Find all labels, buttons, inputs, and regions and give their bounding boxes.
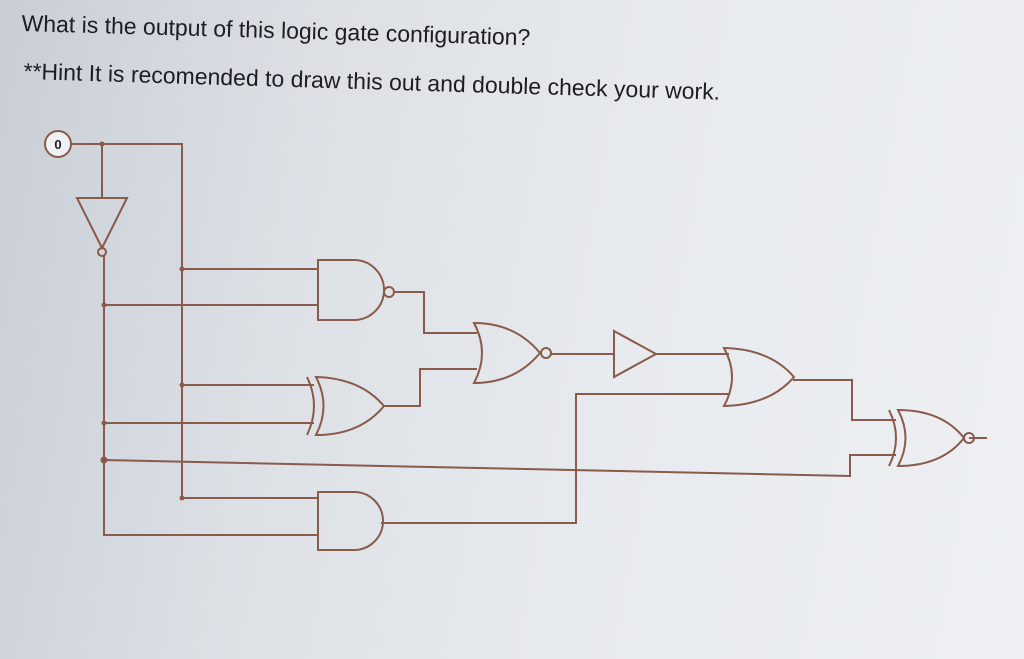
junction-dot [179,266,185,272]
junction-dot [179,382,185,388]
wires [70,143,987,536]
buffer-gate [613,329,659,379]
xnor-gate-output [888,408,975,468]
nand-gate-top [317,259,395,321]
junction-dot [101,420,107,426]
wire-long-to-xnor [102,454,896,478]
not-gate [75,197,129,257]
wire-input-right [70,143,183,499]
junction-dot [99,141,105,147]
wire-and-bottom-out [381,393,729,524]
nor-gate-center [472,321,552,385]
junction-dot [100,456,108,464]
wire-xor-out [383,368,477,407]
and-gate-bottom [317,491,384,551]
wire-or-out [793,379,896,421]
junctions [99,141,185,501]
xor-gate-middle [306,375,386,437]
junction-dot [101,302,107,308]
junction-dot [179,495,185,501]
or-gate-right [722,346,796,408]
input-value: 0 [54,137,61,152]
input-node[interactable]: 0 [44,130,72,158]
wire-and-top-out [395,291,477,334]
